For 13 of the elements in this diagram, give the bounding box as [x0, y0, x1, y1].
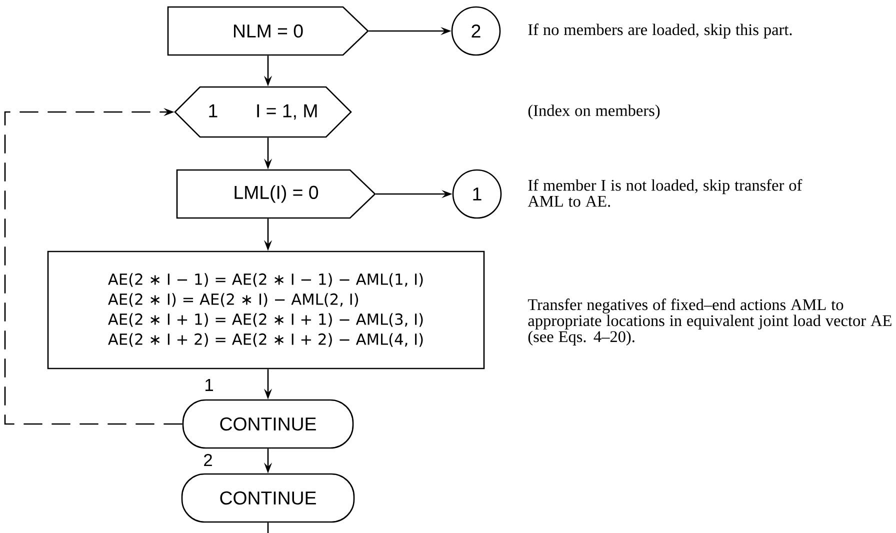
annotation: Transfer negatives of fixed–end actions AML to appropriate locations in equivalent joint load vector AE (see Eqs. 4–20).	[528, 298, 892, 346]
decision-box: LML(I) = 0	[176, 169, 376, 219]
decision-box: NLM = 0	[167, 6, 369, 56]
loop-hexagon: 1 I = 1, M	[174, 86, 352, 138]
process-box: AE(2 ∗ I − 1) = AE(2 ∗ I − 1) − AML(1, I) AE(2 ∗ I) = AE(2 ∗ I) − AML(2, I) AE(2 ∗ I + 1) = AE(2 ∗ I + 1) − AML(3, I) AE(2 ∗ I + 2) = AE(2 ∗ I + 2) − AML(4, I)	[47, 250, 485, 370]
annotation: (Index on members)	[528, 104, 660, 120]
terminal-box: CONTINUE	[182, 399, 354, 449]
terminal-box: CONTINUE	[181, 473, 355, 523]
annotation: If member I is not loaded, skip transfer of AML to AE.	[528, 179, 802, 207]
step-number: 2	[204, 454, 212, 466]
step-number: 1	[206, 379, 213, 391]
arrow	[4, 108, 182, 425]
annotation: If no members are loaded, skip this part.	[528, 24, 792, 38]
